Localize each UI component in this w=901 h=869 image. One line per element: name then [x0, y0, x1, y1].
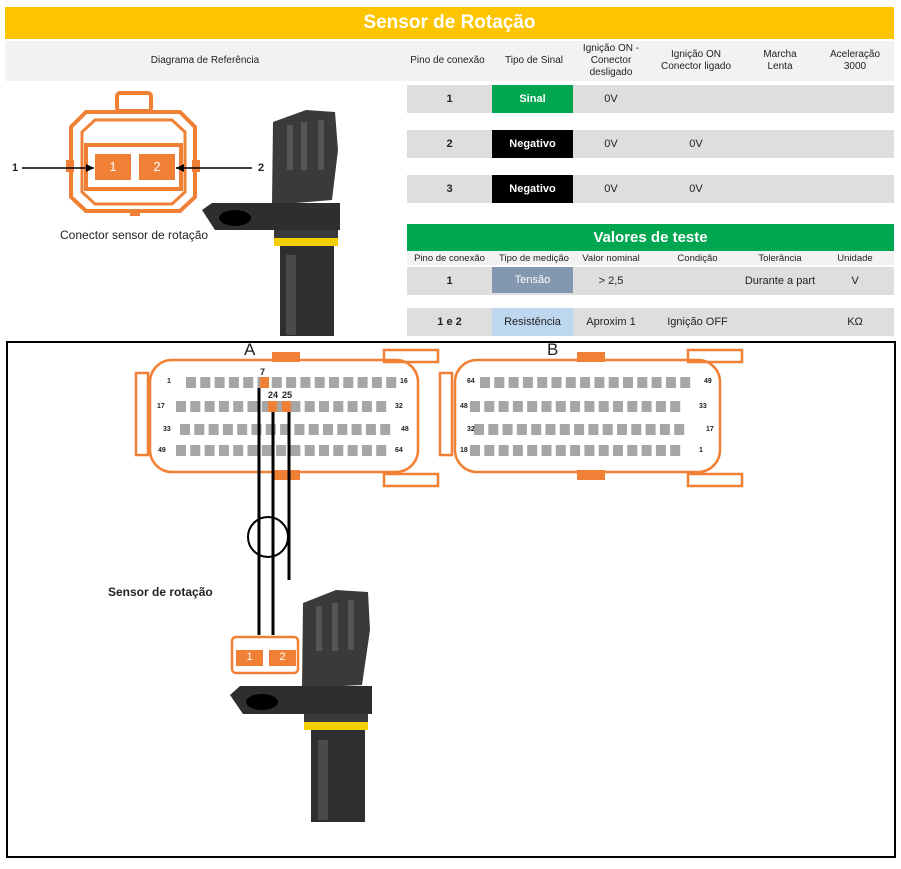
header-pino: Pino de conexão: [410, 55, 485, 66]
sensor-image-top: [202, 110, 340, 336]
wiring-panel: [6, 341, 896, 858]
test-unit: KΩ: [847, 316, 863, 328]
connector-b-label: B: [547, 340, 559, 359]
signal-badge: Sinal: [492, 85, 573, 113]
pin-2-label: 2: [153, 159, 161, 174]
header-tipo-sinal: Tipo de Sinal: [505, 55, 563, 66]
tv-header-tolerancia: Tolerância: [758, 253, 802, 264]
measure-type-badge: Tensão: [492, 267, 573, 293]
test-values-header: [407, 251, 894, 265]
ign-desl-value: 0V: [604, 138, 618, 150]
a-row-2-end: 32: [395, 403, 403, 410]
pin-row-bg: [407, 130, 894, 158]
header-aceleracao: Aceleração 3000: [829, 49, 881, 72]
sensor-pin-2-label: 2: [279, 651, 286, 663]
tv-header-nominal: Valor nominal: [582, 253, 640, 264]
ign-lig-value: 0V: [689, 183, 703, 195]
test-pin: 1 e 2: [437, 316, 462, 328]
ign-desl-value: 0V: [604, 183, 618, 195]
tv-header-tipo: Tipo de medição: [499, 253, 569, 264]
test-unit: V: [851, 275, 859, 287]
a-row-4-end: 64: [395, 447, 403, 454]
header-ign-on-desl: Ignição ON - Conector desligado: [582, 43, 640, 78]
tv-header-condicao: Condição: [677, 253, 718, 264]
pin-1-label: 1: [109, 159, 117, 174]
header-marcha-lenta: Marcha Lenta: [763, 49, 797, 72]
page-title: Sensor de Rotação: [5, 7, 894, 39]
pin-number: 2: [446, 138, 453, 150]
pin-number: 1: [446, 93, 453, 105]
wire-pin-24-label: 24: [268, 390, 279, 400]
test-pin: 1: [446, 275, 453, 287]
test-condition: Ignição OFF: [667, 316, 728, 328]
ign-lig-value: 0V: [689, 138, 703, 150]
arrow-label-2: 2: [258, 162, 265, 174]
test-tolerance: Durante a part: [744, 275, 816, 287]
test-nominal: Aproxim 1: [586, 316, 636, 328]
sensor-connector-drawing: [69, 91, 197, 213]
test-row-bg: [407, 308, 894, 336]
connector-a-label: A: [244, 340, 256, 359]
tv-header-unidade: Unidade: [837, 253, 873, 264]
test-values-title: Valores de teste: [407, 224, 894, 251]
b-row-2-start: 48: [460, 403, 468, 410]
test-row-bg: [407, 267, 894, 295]
tv-header-pino: Pino de conexão: [414, 253, 485, 264]
table-header: [5, 41, 894, 81]
header-diagram-ref: Diagrama de Referência: [150, 55, 260, 66]
pin-row-bg: [407, 85, 894, 113]
ign-desl-value: 0V: [604, 93, 618, 105]
sensor-pin-1-label: 1: [246, 651, 253, 663]
b-row-2-end: 33: [699, 403, 707, 410]
measure-type-badge: Resistência: [492, 308, 573, 336]
ign-lig-value: [660, 85, 732, 113]
a-row-3-end: 48: [401, 426, 409, 433]
connector-caption: Conector sensor de rotação: [60, 228, 209, 242]
signal-badge: Negativo: [492, 130, 573, 158]
b-row-3-end: 17: [706, 426, 714, 433]
b-row-1-start: 64: [467, 378, 475, 385]
wire-pin-25-label: 25: [282, 390, 293, 400]
sensor-label: Sensor de rotação: [108, 585, 213, 599]
header-ign-on-lig: Ignição ON Conector ligado: [660, 49, 732, 72]
pin-row-bg: [407, 175, 894, 203]
b-row-4-end: 1: [699, 447, 703, 454]
pin-number: 3: [446, 183, 453, 195]
arrow-label-1: 1: [12, 162, 19, 174]
test-nominal: > 2,5: [598, 275, 624, 287]
a-row-1-end: 16: [400, 378, 408, 385]
a-row-4-start: 49: [158, 447, 166, 454]
a-row-1-start: 1: [167, 378, 171, 385]
b-row-3-start: 32: [467, 426, 475, 433]
signal-badge: Negativo: [492, 175, 573, 203]
wire-pin-7-label: 7: [260, 367, 266, 377]
b-row-4-start: 18: [460, 447, 468, 454]
a-row-3-start: 33: [163, 426, 171, 433]
a-row-2-start: 17: [157, 403, 165, 410]
b-row-1-end: 49: [704, 378, 712, 385]
